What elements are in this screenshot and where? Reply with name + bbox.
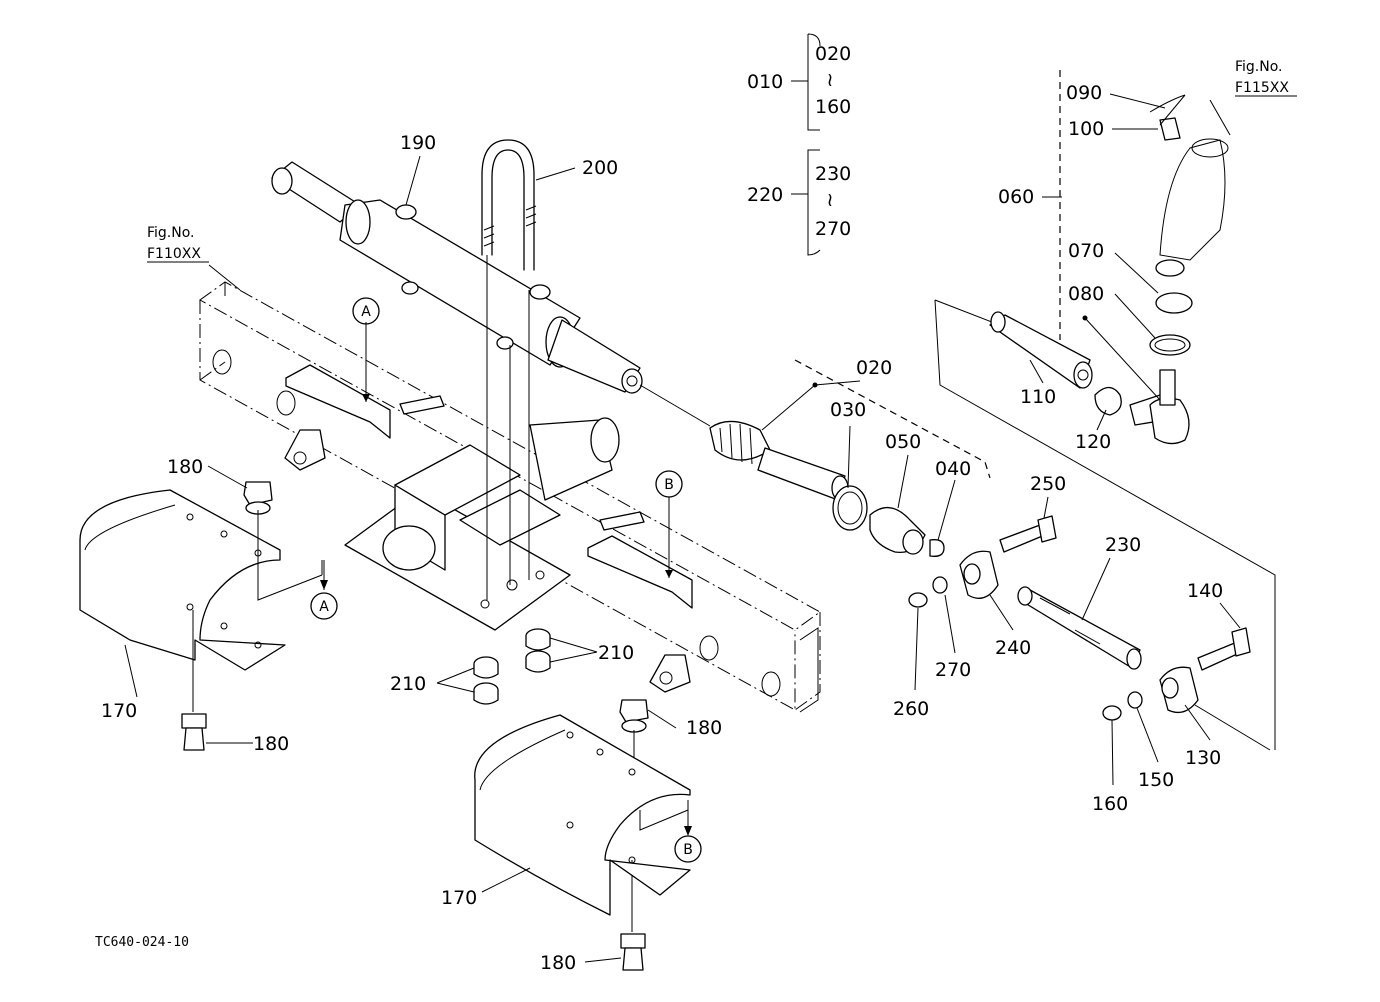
- callout-150: 150: [1138, 769, 1174, 791]
- knuckle-arm-reference: [1149, 94, 1229, 261]
- leader-lines: [124, 33, 1241, 963]
- callout-210-right: 210: [598, 642, 634, 664]
- section-marker-b-top: B: [655, 470, 683, 498]
- callout-060: 060: [998, 186, 1034, 208]
- fig-ref-left: Fig.No. F110XX: [147, 225, 209, 263]
- callout-240: 240: [995, 637, 1031, 659]
- svg-text:010: 010: [747, 71, 783, 93]
- svg-text:F110XX: F110XX: [147, 246, 201, 262]
- callout-190: 190: [400, 132, 436, 154]
- cover-170-bottom: [474, 714, 691, 916]
- callout-130: 130: [1185, 747, 1221, 769]
- svg-text:230: 230: [815, 163, 851, 185]
- section-marker-a-bottom: A: [310, 592, 338, 620]
- cover-170-left: [79, 489, 323, 671]
- svg-text:A: A: [319, 599, 329, 615]
- callout-180-top-left: 180: [167, 456, 203, 478]
- callout-140: 140: [1187, 580, 1223, 602]
- callout-090: 090: [1066, 82, 1102, 104]
- callout-020: 020: [856, 357, 892, 379]
- figure-code: TC640-024-10: [95, 935, 189, 950]
- callout-160: 160: [1092, 793, 1128, 815]
- adjuster-tube-230: [1017, 586, 1142, 670]
- svg-text:≀: ≀: [826, 189, 833, 211]
- assembly-group-220: 220 230 ≀ 270: [747, 163, 851, 240]
- callout-270: 270: [935, 659, 971, 681]
- fig-ref-right: Fig.No. F115XX: [1235, 59, 1297, 97]
- nuts-210: [473, 628, 551, 705]
- svg-text:B: B: [664, 477, 674, 493]
- callout-080: 080: [1068, 283, 1104, 305]
- center-pivot-bracket: [344, 395, 645, 631]
- ball-joint-assembly: [934, 70, 1276, 750]
- svg-text:B: B: [683, 842, 693, 858]
- svg-text:≀: ≀: [826, 69, 833, 91]
- callout-250: 250: [1030, 473, 1066, 495]
- clamp-130: [1102, 627, 1271, 751]
- svg-text:160: 160: [815, 96, 851, 118]
- callout-120: 120: [1075, 431, 1111, 453]
- callout-180-bottom: 180: [540, 952, 576, 974]
- svg-text:F115XX: F115XX: [1235, 80, 1289, 96]
- callout-100: 100: [1068, 118, 1104, 140]
- frame-brackets: [284, 364, 693, 693]
- callout-040: 040: [935, 458, 971, 480]
- callout-050: 050: [885, 431, 921, 453]
- section-marker-a-top: A: [352, 297, 380, 325]
- section-marker-b-bottom: B: [674, 835, 702, 863]
- callout-180-center: 180: [686, 717, 722, 739]
- bolts-180: [181, 481, 649, 971]
- svg-text:270: 270: [815, 218, 851, 240]
- svg-text:020: 020: [815, 43, 851, 65]
- callout-030: 030: [830, 399, 866, 421]
- callout-260: 260: [893, 698, 929, 720]
- part-callouts: 190 200 090 100 060 070 080 110 120 020 …: [101, 82, 1223, 974]
- steering-cylinder: [271, 161, 711, 427]
- callout-170-left: 170: [101, 700, 137, 722]
- callout-230: 230: [1105, 534, 1141, 556]
- tie-rod-assembly: [709, 359, 991, 557]
- clamp-240: [908, 515, 1057, 608]
- callout-180-left: 180: [253, 733, 289, 755]
- svg-text:A: A: [361, 304, 371, 320]
- callout-110: 110: [1020, 386, 1056, 408]
- callout-210-left: 210: [390, 673, 426, 695]
- svg-text:220: 220: [747, 184, 783, 206]
- u-bolt: [481, 139, 537, 600]
- svg-text:Fig.No.: Fig.No.: [1235, 59, 1283, 75]
- assembly-group-010: 010 020 ≀ 160: [747, 43, 851, 118]
- callout-200: 200: [582, 157, 618, 179]
- callout-070: 070: [1068, 240, 1104, 262]
- svg-text:Fig.No.: Fig.No.: [147, 225, 195, 241]
- callout-170-bottom: 170: [441, 887, 477, 909]
